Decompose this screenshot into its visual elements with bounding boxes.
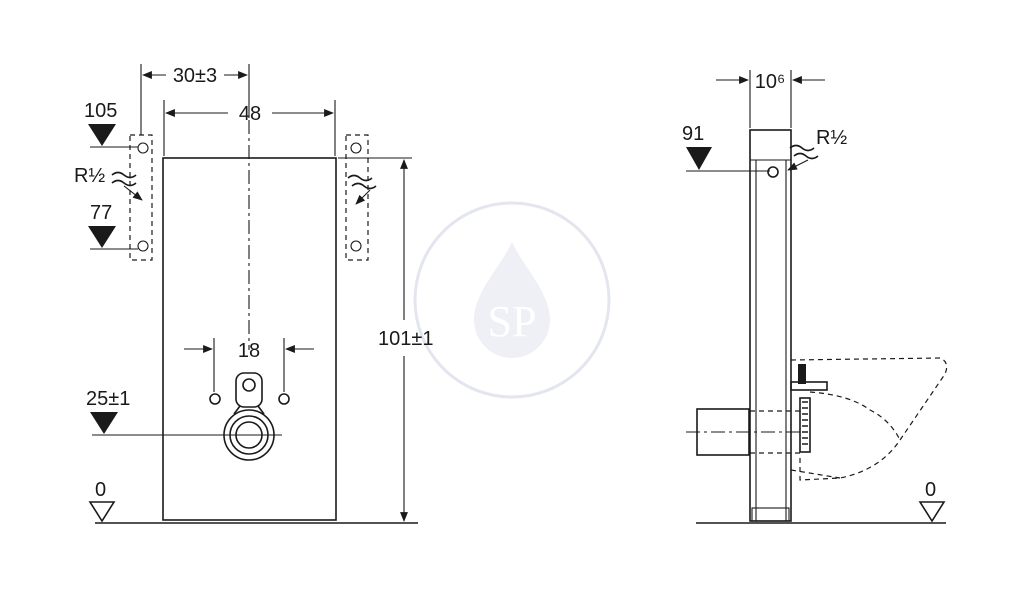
dim-bolt-spacing: 18 (238, 340, 260, 362)
dim-depth: 10⁶ (755, 71, 785, 93)
bolt-right (278, 393, 290, 405)
side-drain-pipe (686, 364, 828, 456)
level-drain: 25±1 (86, 388, 130, 410)
front-view: 30±3 48 105 R½ 77 18 (74, 64, 433, 524)
level-supply: 91 (682, 123, 704, 145)
supply-pipe-symbol-front (111, 171, 137, 187)
drain-outlet (223, 372, 275, 461)
side-view: 10⁶ 91 R½ 0 (682, 70, 948, 524)
watermark: SP (413, 201, 611, 399)
supply-label-front: R½ (74, 165, 105, 187)
watermark-letters: SP (488, 297, 537, 346)
level-triangle-upper (88, 124, 116, 146)
bolt-left (209, 393, 221, 405)
supply-pipe-symbol-front-right (347, 174, 377, 190)
dim-height: 101±1 (378, 328, 433, 350)
level-floor-side: 0 (925, 479, 936, 501)
dim-panel-width: 48 (239, 103, 261, 125)
level-triangle-floor-side (918, 501, 946, 523)
side-supply-connection (767, 166, 779, 178)
level-triangle-lower (88, 226, 116, 248)
wc-bowl-outline (790, 357, 948, 481)
right-mounting-bracket (345, 134, 369, 261)
level-upper-mount: 105 (84, 100, 117, 122)
level-lower-mount: 77 (90, 202, 112, 224)
level-floor-front: 0 (95, 479, 106, 501)
left-mounting-bracket (129, 134, 153, 261)
supply-label-side: R½ (816, 127, 847, 149)
level-triangle-supply (686, 147, 712, 170)
level-triangle-floor-front (88, 501, 116, 523)
dim-top-width: 30±3 (173, 65, 217, 87)
level-triangle-drain (90, 412, 118, 434)
supply-pipe-symbol-side (789, 144, 819, 160)
